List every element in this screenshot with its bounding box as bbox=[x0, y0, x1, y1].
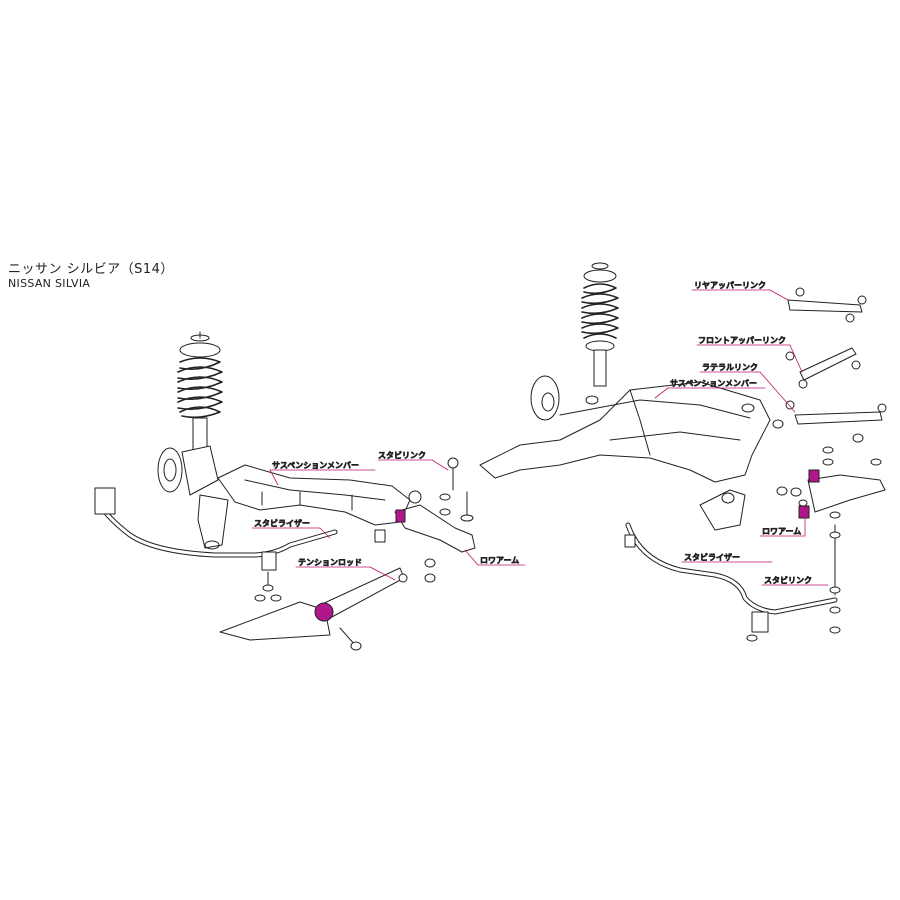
label-front-suspension-member: サスペンションメンバー bbox=[272, 461, 359, 470]
front-stabi-link bbox=[439, 457, 474, 522]
front-tension-rod bbox=[219, 567, 408, 651]
label-front-stabilizer: スタビライザー bbox=[254, 519, 310, 528]
diagram-title-english: NISSAN SILVIA bbox=[8, 277, 91, 290]
label-front-stabi-link: スタビリンク bbox=[378, 451, 426, 460]
front-suspension-group: サスペンションメンバー スタビリンク スタビライザー テンションロッド ロワアー… bbox=[94, 331, 526, 651]
rear-lower-arm-bushing-lower bbox=[798, 505, 810, 519]
front-lower-arm bbox=[394, 504, 476, 553]
tension-rod-bushing bbox=[314, 602, 334, 622]
label-rear-lower-arm: ロワアーム bbox=[762, 527, 801, 536]
rear-stabilizer-bar bbox=[625, 522, 838, 615]
front-lower-arm-bushing bbox=[395, 509, 406, 523]
label-rear-suspension-member: サスペンションメンバー bbox=[670, 379, 757, 388]
rear-front-upper-link bbox=[785, 347, 861, 389]
rear-lower-arm-bushing-upper bbox=[808, 469, 820, 483]
label-front-tension-rod: テンションロッド bbox=[298, 558, 362, 567]
label-rear-front-upper-link: フロントアッパーリンク bbox=[698, 336, 786, 345]
stabilizer-bracket-right bbox=[261, 551, 277, 571]
label-rear-stabi-link: スタビリンク bbox=[764, 576, 812, 585]
rear-lower-arm bbox=[776, 446, 886, 519]
diagram-title-japanese: ニッサン シルビア（S14） bbox=[8, 262, 174, 277]
rear-suspension-group: リヤアッパーリンク フロントアッパーリンク ラテラルリンク サスペンションメンバ… bbox=[479, 262, 887, 642]
stabilizer-bracket-left bbox=[94, 487, 116, 515]
front-suspension-member bbox=[217, 464, 411, 526]
label-rear-lateral-link: ラテラルリンク bbox=[702, 363, 758, 372]
label-rear-upper-link: リヤアッパーリンク bbox=[694, 281, 766, 290]
front-strut-assembly bbox=[157, 331, 229, 550]
rear-strut-assembly bbox=[530, 262, 619, 421]
rear-upper-link bbox=[787, 287, 867, 323]
rear-stabilizer-bracket bbox=[751, 611, 769, 633]
label-rear-stabilizer: スタビライザー bbox=[684, 553, 740, 562]
rear-suspension-member bbox=[479, 381, 771, 483]
rear-lateral-link bbox=[772, 400, 887, 443]
label-front-lower-arm: ロワアーム bbox=[480, 556, 519, 565]
rear-stabi-link bbox=[829, 511, 841, 634]
